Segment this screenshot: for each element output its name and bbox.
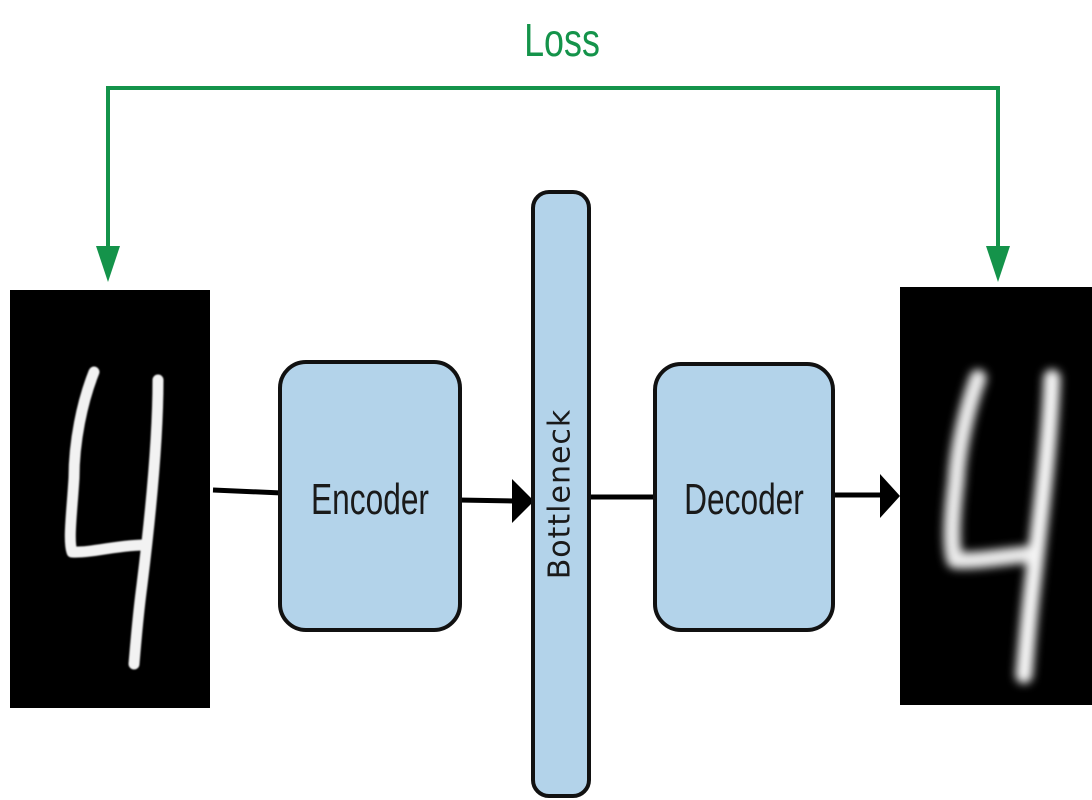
- encoder-to-bottleneck-arrowhead: [512, 479, 534, 523]
- encoder-label: Encoder: [311, 475, 429, 524]
- loss-arrowhead-output: [986, 246, 1010, 282]
- input-image-background: [10, 290, 210, 708]
- encoder-block: Encoder: [278, 360, 462, 632]
- loss-line: [106, 86, 1000, 250]
- input-digit-four: [64, 366, 164, 670]
- bottleneck-label: Bottleneck: [543, 409, 578, 580]
- decoder-to-output-arrowhead: [880, 474, 900, 518]
- input-to-encoder-line: [212, 487, 283, 496]
- output-image-background: [900, 287, 1092, 705]
- loss-connector: [96, 86, 1010, 282]
- flow-arrows: [212, 474, 900, 523]
- decoder-label: Decoder: [684, 475, 804, 524]
- output-digit-four: [943, 369, 1061, 684]
- loss-label: Loss: [524, 15, 600, 66]
- output-image: [900, 287, 1092, 705]
- decoder-block: Decoder: [653, 362, 835, 632]
- encoder-box: [278, 360, 462, 632]
- decoder-box: [653, 362, 835, 632]
- encoder-to-bottleneck-line: [457, 497, 515, 504]
- bottleneck-box: [531, 190, 591, 798]
- input-image: [10, 290, 210, 708]
- bottleneck-block: Bottleneck: [531, 190, 591, 798]
- loss-arrowhead-input: [96, 246, 120, 282]
